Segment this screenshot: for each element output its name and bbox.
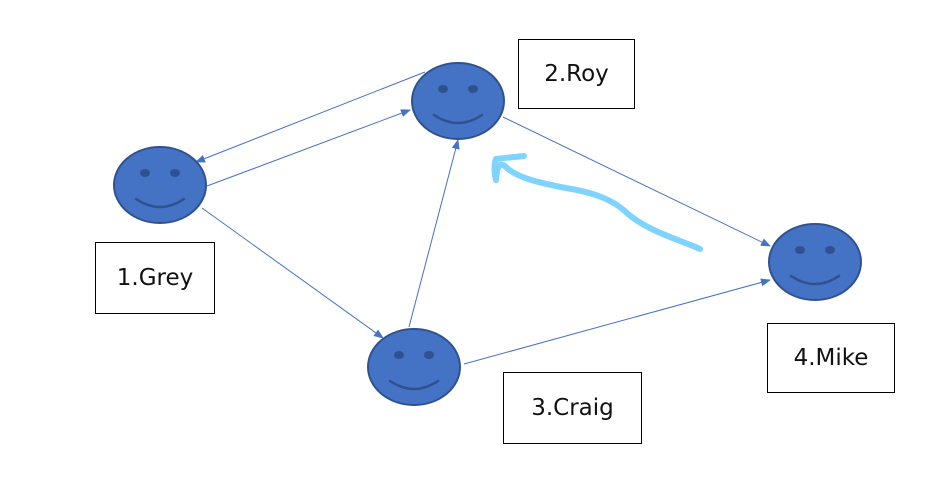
edge-craig-to-mike: [463, 278, 771, 365]
node-label-roy-text: 2.Roy: [544, 61, 609, 87]
edge-roy-to-grey: [195, 71, 426, 163]
node-label-grey: 1.Grey: [95, 242, 215, 314]
node-label-grey-text: 1.Grey: [116, 265, 194, 291]
node-label-craig-text: 3.Craig: [531, 395, 614, 421]
roy-face-icon: [411, 62, 505, 140]
grey-face-icon: [113, 146, 207, 224]
mike-face-icon: [768, 223, 862, 301]
node-label-mike: 4.Mike: [767, 323, 895, 393]
node-label-craig: 3.Craig: [503, 372, 642, 444]
craig-face-icon: [367, 328, 461, 406]
edge-grey-to-roy: [206, 109, 411, 187]
edge-craig-to-roy: [408, 139, 460, 328]
node-label-mike-text: 4.Mike: [793, 345, 869, 371]
edge-grey-to-craig: [201, 207, 384, 339]
edge-roy-to-mike: [502, 116, 771, 247]
node-label-roy: 2.Roy: [518, 39, 635, 109]
hand-drawn-arrow: [491, 153, 703, 252]
